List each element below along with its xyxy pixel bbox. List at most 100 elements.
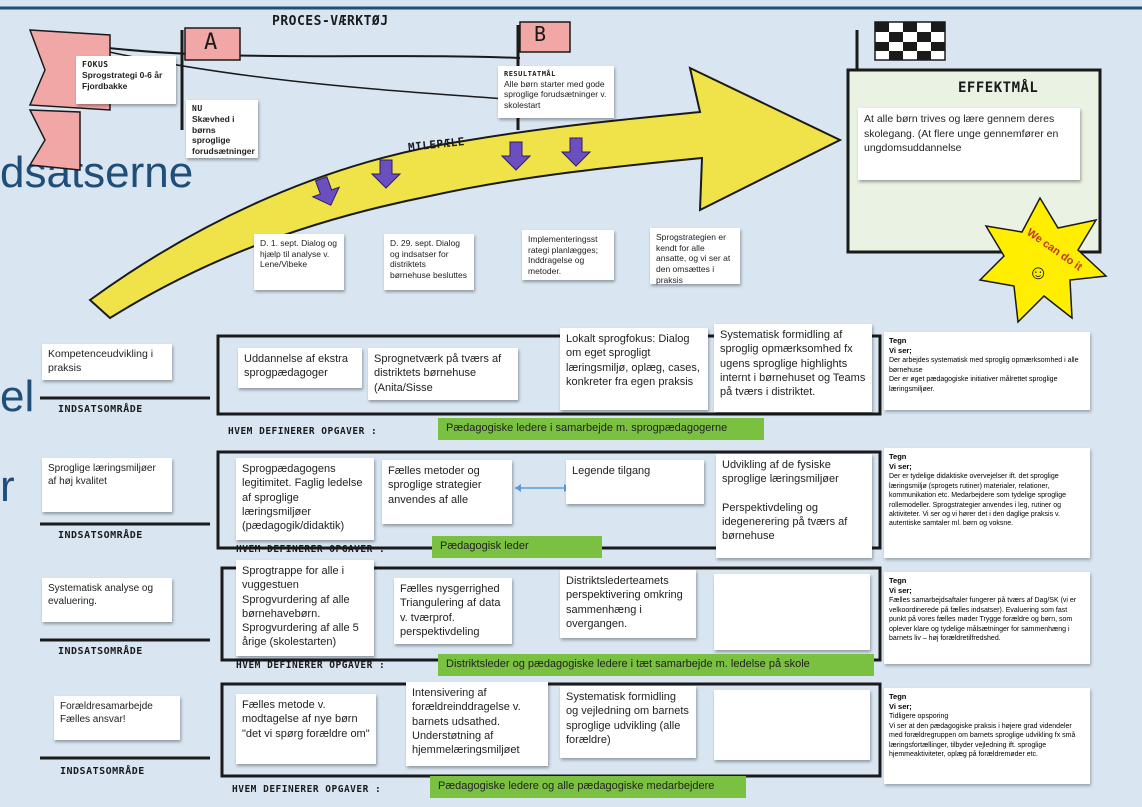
effektmaal-label: EFFEKTMÅL	[958, 80, 1039, 96]
fokus-card: FOKUS Sprogstrategi 0-6 år Fjordbakke	[76, 56, 176, 104]
background-text-3: r	[0, 462, 15, 511]
hvem-label: HVEM DEFINERER OPGAVER :	[228, 426, 378, 437]
effektmaal-card: At alle børn trives og lære gennem deres…	[858, 108, 1080, 180]
tegn-text: Fælles samarbejdsaftaler fungerer på tvæ…	[889, 597, 1077, 642]
task-card: Sprogtrappe for alle i vuggestuen Sprogv…	[236, 560, 374, 656]
fokus-text: Sprogstrategi 0-6 år Fjordbakke	[82, 70, 163, 91]
tegn-head: Tegn	[889, 452, 907, 461]
tegn-text: Der er tydelige didaktiske overvejelser …	[889, 473, 1067, 528]
page-title: PROCES-VÆRKTØJ	[272, 14, 389, 29]
task-text: Sprogtrappe for alle i vuggestuen Sprogv…	[242, 565, 359, 649]
area-card: Sproglige læringsmiljøer af høj kvalitet	[42, 458, 172, 512]
task-card: Fælles metode v. modtagelse af nye børn …	[236, 694, 376, 764]
hvem-bar: Pædagogiske ledere i samarbejde m. sprog…	[438, 418, 764, 440]
task-card: Systematisk formidling af sproglig opmær…	[714, 324, 872, 412]
task-text: Fælles metoder og sproglige strategier a…	[388, 465, 482, 506]
milestone-card: D. 1. sept. Dialog og hjælp til analyse …	[254, 234, 344, 290]
tegn-card: Tegn Vi ser; Tidligere opsporing Vi ser …	[884, 688, 1090, 784]
effektmaal-text: At alle børn trives og lære gennem deres…	[864, 113, 1059, 155]
hvem-label: HVEM DEFINERER OPGAVER :	[236, 660, 386, 671]
task-text: Systematisk formidling af sproglig opmær…	[720, 329, 866, 399]
checkered-flag-icon	[874, 21, 946, 61]
area-card: Kompetenceudvikling i praksis	[42, 344, 172, 380]
tegn-text: Tidligere opsporing Vi ser at den pædago…	[889, 713, 1076, 758]
milestone-text: D. 1. sept. Dialog og hjælp til analyse …	[260, 238, 338, 270]
nu-text: Skævhed i børns sproglige forudsætninger	[192, 114, 255, 156]
task-card: Fælles nysgerrighed Triangulering af dat…	[394, 578, 512, 644]
hvem-text: Pædagogiske ledere og alle pædagogiske m…	[438, 780, 715, 792]
task-text: Fælles metode v. modtagelse af nye børn …	[242, 699, 370, 740]
background-text-2: el	[0, 372, 35, 421]
tegn-text: Der arbejdes systematisk med sproglig op…	[889, 357, 1079, 393]
hvem-bar: Distriktsleder og pædagogiske ledere i t…	[438, 654, 874, 676]
nu-card: NU Skævhed i børns sproglige forudsætnin…	[186, 100, 258, 158]
area-text: Forældresamarbejde Fælles ansvar!	[60, 701, 153, 725]
tegn-sub: Vi ser;	[889, 702, 912, 712]
task-card: Intensivering af forældreinddragelse v. …	[406, 682, 548, 766]
milestone-card: Implementeringsst rategi planlægges; Ind…	[522, 230, 614, 280]
flag-a-label: A	[204, 30, 218, 55]
background-text-1: dsatserne	[0, 148, 194, 197]
tegn-card: Tegn Vi ser; Der er tydelige didaktiske …	[884, 448, 1090, 558]
task-text: Sprognetværk på tværs af distriktets bør…	[374, 353, 502, 394]
resultatmaal-text: Alle børn starter med gode sproglige for…	[504, 78, 607, 110]
hvem-text: Pædagogiske ledere i samarbejde m. sprog…	[446, 422, 728, 434]
indsats-label: INDSATSOMRÅDE	[60, 766, 145, 777]
task-text: Lokalt sprogfokus: Dialog om eget sprogl…	[566, 333, 700, 388]
resultatmaal-label: RESULTATMÅL	[504, 70, 556, 78]
hvem-text: Pædagogisk leder	[440, 540, 529, 552]
tegn-card: Tegn Vi ser; Der arbejdes systematisk me…	[884, 332, 1090, 410]
area-text: Kompetenceudvikling i praksis	[48, 348, 154, 374]
area-text: Systematisk analyse og evaluering.	[48, 583, 154, 607]
tegn-card: Tegn Vi ser; Fælles samarbejdsaftaler fu…	[884, 572, 1090, 664]
tegn-head: Tegn	[889, 576, 907, 585]
task-card: Udvikling af de fysiske sproglige læring…	[716, 454, 872, 558]
indsats-label: INDSATSOMRÅDE	[58, 404, 143, 415]
area-text: Sproglige læringsmiljøer af høj kvalitet	[48, 463, 156, 487]
task-card	[714, 574, 870, 650]
tegn-head: Tegn	[889, 336, 907, 345]
task-card: Sprogpædagogens legitimitet. Faglig lede…	[236, 458, 374, 540]
task-text: Systematisk formidling og vejledning om …	[566, 691, 689, 746]
hvem-label: HVEM DEFINERER OPGAVER :	[236, 544, 386, 555]
task-text: Intensivering af forældreinddragelse v. …	[412, 687, 521, 757]
flag-b-label: B	[534, 22, 547, 46]
indsats-label: INDSATSOMRÅDE	[58, 530, 143, 541]
task-text: Legende tilgang	[572, 465, 651, 477]
milestone-text: Implementeringsst rategi planlægges; Ind…	[528, 234, 598, 276]
milestone-text: Sprogstrategien er kendt for alle ansatt…	[656, 232, 731, 285]
milestone-card: D. 29. sept. Dialog og indsatser for dis…	[384, 234, 474, 290]
tegn-sub: Vi ser;	[889, 586, 912, 596]
task-text: Sprogpædagogens legitimitet. Faglig lede…	[242, 463, 363, 533]
area-card: Systematisk analyse og evaluering.	[42, 578, 172, 622]
smiley-icon: ☺	[1028, 262, 1049, 284]
hvem-bar: Pædagogisk leder	[432, 536, 602, 558]
resultatmaal-card: RESULTATMÅL Alle børn starter med gode s…	[498, 66, 614, 118]
task-card: Sprognetværk på tværs af distriktets bør…	[368, 348, 518, 400]
task-card: Systematisk formidling og vejledning om …	[560, 686, 696, 758]
indsats-label: INDSATSOMRÅDE	[58, 646, 143, 657]
tegn-head: Tegn	[889, 692, 907, 701]
task-card: Fælles metoder og sproglige strategier a…	[382, 460, 512, 524]
task-card	[714, 690, 870, 760]
task-text: Fælles nysgerrighed Triangulering af dat…	[400, 583, 501, 638]
area-card: Forældresamarbejde Fælles ansvar!	[54, 696, 180, 740]
task-card: Legende tilgang	[566, 460, 704, 504]
task-text: Uddannelse af ekstra sprogpædagoger	[244, 353, 348, 380]
nu-label: NU	[192, 104, 203, 113]
fokus-label: FOKUS	[82, 60, 109, 69]
milestone-card: Sprogstrategien er kendt for alle ansatt…	[650, 228, 740, 285]
task-text: Distriktslederteamets perspektivering om…	[566, 575, 683, 630]
hvem-bar: Pædagogiske ledere og alle pædagogiske m…	[430, 776, 746, 798]
task-card: Lokalt sprogfokus: Dialog om eget sprogl…	[560, 328, 708, 410]
hvem-text: Distriktsleder og pædagogiske ledere i t…	[446, 658, 810, 670]
hvem-label: HVEM DEFINERER OPGAVER :	[232, 784, 382, 795]
milestone-text: D. 29. sept. Dialog og indsatser for dis…	[390, 238, 468, 280]
tegn-sub: Vi ser;	[889, 462, 912, 472]
task-card: Distriktslederteamets perspektivering om…	[560, 570, 696, 638]
task-card: Uddannelse af ekstra sprogpædagoger	[238, 348, 362, 388]
tegn-sub: Vi ser;	[889, 346, 912, 356]
task-text: Udvikling af de fysiske sproglige læring…	[722, 459, 848, 543]
